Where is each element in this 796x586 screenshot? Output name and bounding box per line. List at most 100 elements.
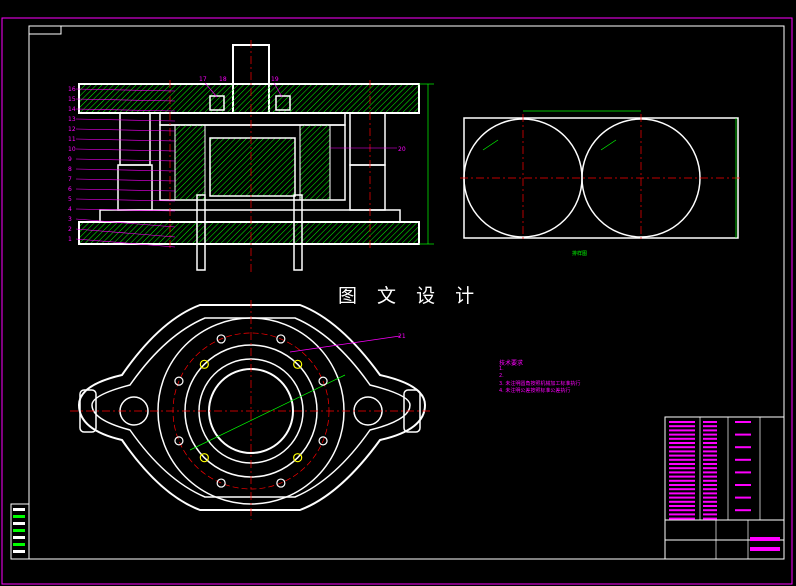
leader-line bbox=[75, 128, 176, 132]
title-block-entry bbox=[669, 429, 695, 432]
title-block-entry bbox=[669, 442, 695, 444]
title-block-entry bbox=[703, 437, 717, 440]
title-block-entry bbox=[703, 500, 717, 503]
leader-line bbox=[273, 82, 283, 98]
revision-row bbox=[13, 522, 25, 525]
tech-note-4: 4. 未注明公差按照标准公差执行 bbox=[499, 388, 571, 394]
title-block-entry bbox=[669, 454, 695, 457]
part-number-6: 6 bbox=[68, 186, 72, 193]
tech-note-1: 1. bbox=[499, 366, 504, 372]
revision-strip bbox=[10, 503, 30, 560]
part-number-9: 9 bbox=[68, 156, 72, 163]
dowel-hole bbox=[199, 453, 209, 463]
watermark-text: 图 文 设 计 bbox=[338, 285, 482, 307]
title-block-entry bbox=[735, 471, 751, 474]
part-number-2: 2 bbox=[68, 226, 72, 233]
title-block-entry bbox=[669, 425, 695, 428]
title-block-entry bbox=[735, 421, 751, 423]
revision-row bbox=[13, 529, 25, 532]
part-number-18: 18 bbox=[219, 76, 227, 83]
part-number-19: 19 bbox=[271, 76, 279, 83]
title-block-entry bbox=[669, 446, 695, 449]
leader-line bbox=[75, 148, 176, 152]
title-block-entry bbox=[703, 505, 717, 507]
part-number-1: 1 bbox=[68, 236, 72, 243]
title-block-entry bbox=[703, 463, 717, 465]
leader-line bbox=[75, 228, 176, 238]
title-block-entry bbox=[735, 433, 751, 436]
title-block-rows bbox=[669, 421, 780, 551]
bolt-hole bbox=[318, 376, 328, 386]
leader-line bbox=[75, 138, 176, 142]
tech-notes-title: 技术要求 bbox=[499, 360, 524, 367]
title-block-name-box bbox=[750, 547, 780, 551]
drawing-frame bbox=[1, 17, 793, 585]
revision-row bbox=[13, 508, 25, 511]
part-number-21: 21 bbox=[398, 333, 406, 340]
leader-line bbox=[75, 158, 176, 162]
title-block-entry bbox=[703, 425, 717, 428]
part-number-14: 14 bbox=[68, 106, 76, 113]
title-block-entry bbox=[669, 517, 695, 520]
leader-line bbox=[75, 168, 176, 172]
title-block-entry bbox=[703, 454, 717, 457]
title-block-entry bbox=[703, 421, 717, 423]
leader-line bbox=[75, 208, 176, 212]
bolt-hole bbox=[216, 478, 226, 488]
title-block-entry bbox=[669, 492, 695, 495]
bolt-hole bbox=[276, 334, 286, 344]
part-number-16: 16 bbox=[68, 86, 76, 93]
part-number-7: 7 bbox=[68, 176, 72, 183]
part-leader-lines bbox=[75, 82, 397, 248]
bolt-hole bbox=[276, 478, 286, 488]
title-block-entry bbox=[669, 509, 695, 512]
leader-line bbox=[75, 98, 176, 102]
dowel-hole bbox=[293, 359, 303, 369]
title-block-entry bbox=[735, 484, 751, 486]
title-block-entry bbox=[669, 479, 695, 482]
title-block-entry bbox=[703, 442, 717, 444]
revision-row bbox=[13, 550, 25, 553]
part-number-12: 12 bbox=[68, 126, 76, 133]
blank-layout-view bbox=[460, 110, 742, 242]
title-block-entry bbox=[703, 479, 717, 482]
part-number-5: 5 bbox=[68, 196, 72, 203]
bolt-hole bbox=[174, 376, 184, 386]
leader-line bbox=[75, 238, 176, 248]
bolt-hole bbox=[216, 334, 226, 344]
dowel-hole bbox=[199, 359, 209, 369]
bolt-hole bbox=[318, 436, 328, 446]
title-block-entry bbox=[669, 450, 695, 453]
title-block-entry bbox=[703, 517, 717, 520]
title-block-entry bbox=[735, 458, 751, 461]
title-block-entry bbox=[735, 509, 751, 512]
title-block-entry bbox=[703, 496, 717, 499]
title-block-entry bbox=[703, 484, 717, 486]
title-block-entry bbox=[703, 458, 717, 461]
title-block-entry bbox=[669, 433, 695, 436]
title-block-entry bbox=[669, 488, 695, 491]
title-block-entry bbox=[703, 429, 717, 432]
title-block-entry bbox=[669, 513, 695, 516]
leader-line bbox=[204, 82, 218, 98]
title-block-entry bbox=[669, 475, 695, 478]
title-block-entry bbox=[669, 437, 695, 440]
title-block-entry bbox=[669, 484, 695, 486]
title-block-entry bbox=[703, 471, 717, 474]
title-block-entry bbox=[703, 446, 717, 449]
part-number-4: 4 bbox=[68, 206, 72, 213]
title-block-entry bbox=[669, 463, 695, 465]
part-number-13: 13 bbox=[68, 116, 76, 123]
section-view bbox=[78, 40, 434, 275]
tech-note-2: 2. bbox=[499, 373, 504, 379]
part-numbers-left: 16 15 14 13 12 11 10 9 8 7 6 5 4 3 2 1 bbox=[68, 86, 76, 243]
part-number-11: 11 bbox=[68, 136, 76, 143]
revision-row bbox=[13, 515, 25, 518]
part-number-3: 3 bbox=[68, 216, 72, 223]
title-block-entry bbox=[703, 467, 717, 470]
leader-line bbox=[75, 198, 176, 202]
title-block-entry bbox=[669, 500, 695, 503]
title-block-entry bbox=[703, 513, 717, 516]
title-block-entry bbox=[669, 421, 695, 423]
